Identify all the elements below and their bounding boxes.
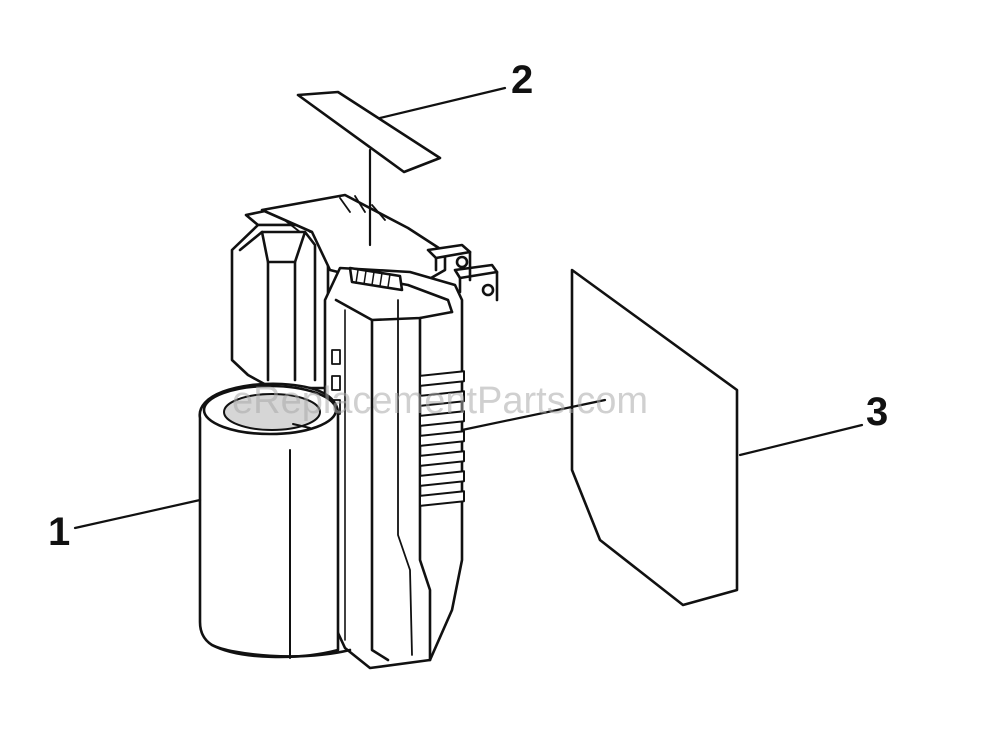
leader-lines <box>73 86 864 530</box>
watermark-text: eReplacementParts.com <box>232 380 649 422</box>
callout-1: 1 <box>48 510 71 554</box>
charger-part-1 <box>198 193 499 670</box>
insert-sheet-part-3 <box>570 268 739 607</box>
charger-front-housing <box>323 266 465 670</box>
leader-line-2a <box>378 86 507 120</box>
callout-3: 3 <box>866 390 889 434</box>
leader-line-3a <box>460 398 607 432</box>
label-strip-part-2 <box>296 90 442 174</box>
leader-line-1 <box>73 498 202 530</box>
plug-prongs <box>426 243 499 302</box>
callout-2: 2 <box>511 58 534 102</box>
charger-top-plate <box>260 193 447 292</box>
leader-line-3b <box>738 423 864 457</box>
side-vents <box>419 370 465 507</box>
battery-cup <box>198 382 352 659</box>
